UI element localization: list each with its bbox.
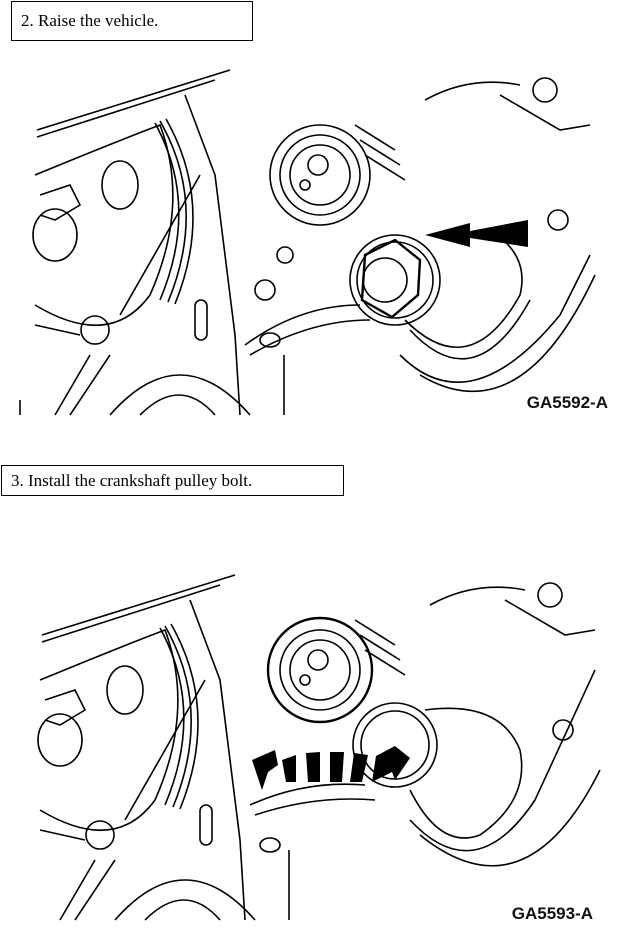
step-3-caption: 3. Install the crankshaft pulley bolt. [1, 465, 344, 496]
figure-ga5592: GA5592-A [0, 55, 635, 435]
figure-code-label: GA5592-A [526, 393, 608, 412]
figure-ga5593: GA5593-A [0, 560, 635, 928]
engine-line-drawing-1 [19, 69, 596, 416]
step-3-text: 3. Install the crankshaft pulley bolt. [11, 470, 253, 490]
step-2-caption: 2. Raise the vehicle. [11, 1, 253, 41]
rotation-arrow-icon [252, 746, 410, 790]
arrow-icon [425, 220, 528, 247]
engine-line-drawing-2 [37, 574, 601, 921]
step-2-text: 2. Raise the vehicle. [21, 11, 159, 30]
figure-code-label: GA5593-A [511, 904, 593, 923]
